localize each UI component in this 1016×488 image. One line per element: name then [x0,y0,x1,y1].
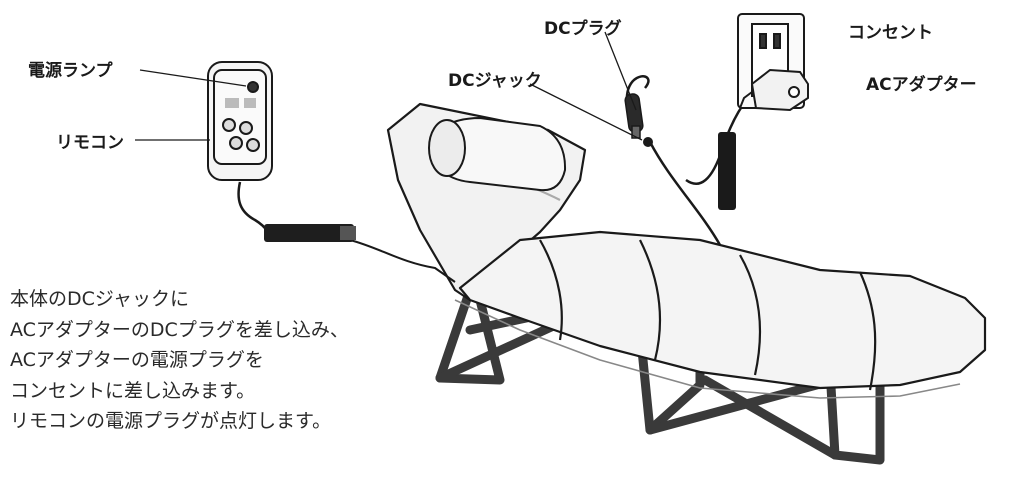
remote-label: リモコン [56,133,124,153]
dc-jack-label: DCジャック [448,71,542,91]
power-lamp-label: 電源ランプ [28,61,113,81]
instruction-line: リモコンの電源プラグが点灯します。 [10,410,332,432]
leader-lines [135,31,643,141]
dc-plug-label: DCプラグ [544,19,622,39]
instruction-line: コンセントに差し込みます。 [10,379,256,402]
ac-adapter-label: ACアダプター [866,75,977,95]
pillow [428,116,567,192]
remote-control [207,61,273,181]
outlet-label: コンセント [848,23,933,43]
dc-cable [625,75,722,246]
ac-plug-icon [739,68,809,112]
instruction-text: 本体のDCジャックに ACアダプターのDCプラグを差し込み、 ACアダプターの電… [10,284,349,437]
instruction-line: ACアダプターの電源プラグを [10,349,264,371]
dc-jack-icon [643,137,653,147]
power-lamp-icon [247,81,259,93]
dc-plug-icon [624,93,644,139]
inline-connector [264,224,356,242]
instruction-line: ACアダプターのDCプラグを差し込み、 [10,318,349,341]
instruction-line: 本体のDCジャックに [10,288,189,310]
ac-adapter-brick [685,97,749,210]
lounger-frame [435,285,885,465]
